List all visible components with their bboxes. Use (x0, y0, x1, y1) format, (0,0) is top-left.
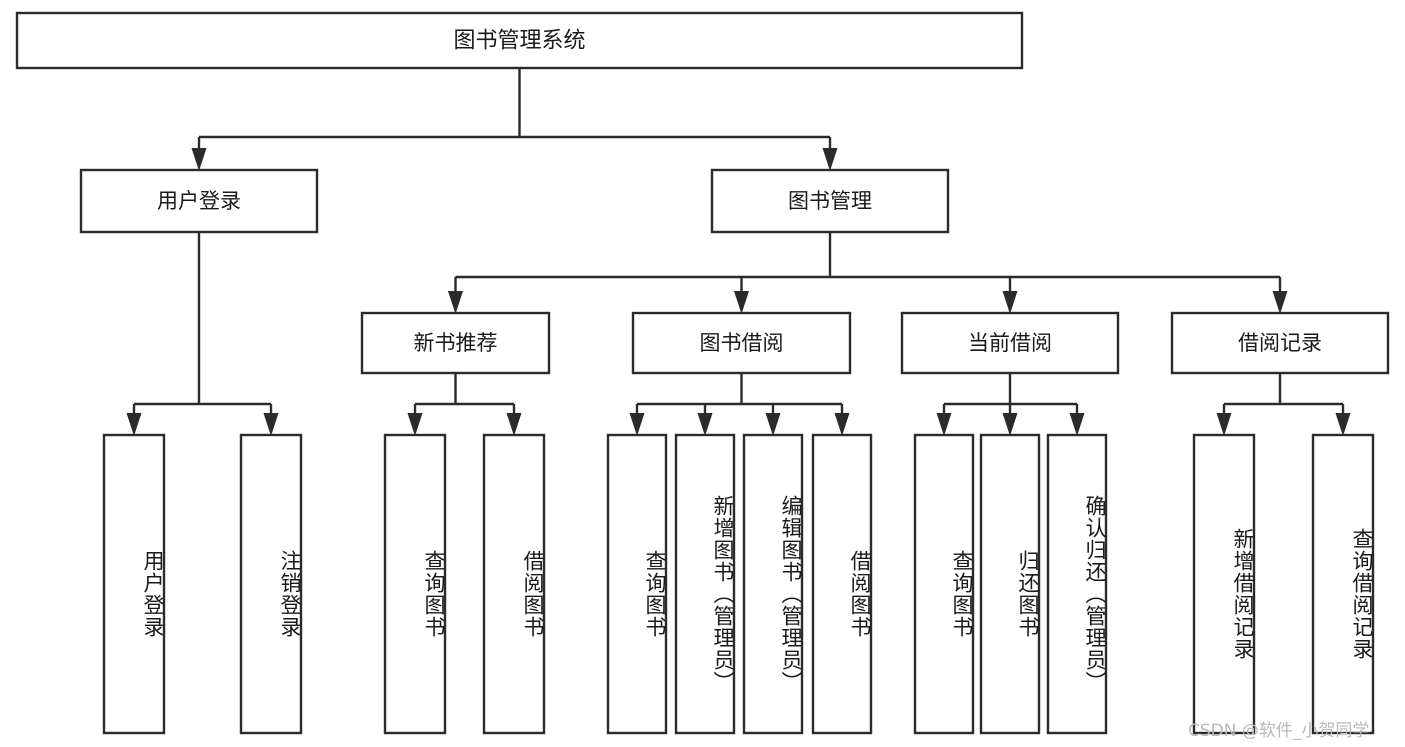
arrow-head-icon (1335, 413, 1351, 436)
connector-group-root (191, 68, 838, 171)
node-leaf_9[interactable] (979, 433, 1041, 735)
node-box[interactable] (102, 433, 166, 735)
arrow-head-icon (126, 413, 142, 436)
connector-layer (126, 68, 1351, 436)
node-box[interactable] (913, 433, 975, 735)
arrow-head-icon (506, 413, 522, 436)
arrow-head-icon (1002, 413, 1018, 436)
arrow-head-icon (1216, 413, 1232, 436)
node-label: 图书管理系统 (453, 29, 585, 54)
connector-group-l3_1 (629, 373, 850, 436)
node-label: 图书管理 (788, 189, 872, 213)
arrow-head-icon (263, 413, 279, 436)
arrow-head-icon (834, 413, 850, 436)
connector-group-l3_3 (1216, 373, 1351, 436)
node-box[interactable] (1046, 433, 1108, 735)
node-box[interactable] (811, 433, 873, 735)
node-root[interactable]: 图书管理系统 (15, 11, 1024, 70)
arrow-head-icon (1002, 291, 1018, 314)
node-leaf_8[interactable] (913, 433, 975, 735)
node-leaf_7[interactable] (811, 433, 873, 735)
arrow-head-icon (734, 291, 749, 314)
node-box[interactable] (674, 433, 736, 735)
arrow-head-icon (765, 413, 781, 436)
node-box[interactable] (15, 11, 1024, 70)
arrow-head-icon (407, 413, 423, 436)
node-box[interactable] (1170, 311, 1390, 375)
node-label: 借阅记录 (1238, 331, 1322, 355)
node-box[interactable] (383, 433, 447, 735)
node-leaf_2[interactable] (383, 433, 447, 735)
arrow-head-icon (191, 148, 207, 171)
node-box[interactable] (742, 433, 804, 735)
node-leaf_5[interactable] (674, 433, 736, 735)
arrow-head-icon (697, 413, 713, 436)
node-label: 当前借阅 (968, 331, 1052, 355)
node-box[interactable] (360, 311, 551, 375)
watermark-text: CSDN @软件_小贺同学 (1188, 721, 1370, 741)
node-box[interactable] (631, 311, 852, 375)
node-box[interactable] (482, 433, 546, 735)
node-label: 用户登录 (157, 189, 241, 213)
connector-group-l2_1 (448, 232, 1288, 314)
node-leaf_3[interactable] (482, 433, 546, 735)
node-box[interactable] (1192, 433, 1256, 735)
node-box[interactable] (239, 433, 303, 735)
node-l3_0[interactable]: 新书推荐 (360, 311, 551, 375)
arrow-head-icon (629, 413, 645, 436)
node-l3_1[interactable]: 图书借阅 (631, 311, 852, 375)
node-box[interactable] (979, 433, 1041, 735)
node-leaf_6[interactable] (742, 433, 804, 735)
node-box[interactable] (710, 168, 950, 234)
arrow-head-icon (822, 148, 838, 171)
node-l3_3[interactable]: 借阅记录 (1170, 311, 1390, 375)
node-leaf_0[interactable] (102, 433, 166, 735)
arrow-head-icon (936, 413, 952, 436)
node-leaf_10[interactable] (1046, 433, 1108, 735)
arrow-head-icon (1069, 413, 1085, 436)
node-box[interactable] (606, 433, 668, 735)
connector-group-l3_2 (936, 373, 1085, 436)
node-leaf_1[interactable] (239, 433, 303, 735)
node-l2_0[interactable]: 用户登录 (79, 168, 319, 234)
node-label: 图书借阅 (700, 331, 784, 355)
connector-group-l2_0 (126, 232, 279, 436)
arrow-head-icon (448, 291, 463, 314)
node-leaf_4[interactable] (606, 433, 668, 735)
node-box[interactable] (900, 311, 1120, 375)
node-l2_1[interactable]: 图书管理 (710, 168, 950, 234)
node-leaf_12[interactable] (1311, 433, 1375, 735)
connector-group-l3_0 (407, 373, 522, 436)
node-box[interactable] (1311, 433, 1375, 735)
node-box[interactable] (79, 168, 319, 234)
arrow-head-icon (1272, 291, 1288, 314)
node-label: 新书推荐 (414, 331, 498, 355)
node-l3_2[interactable]: 当前借阅 (900, 311, 1120, 375)
node-leaf_11[interactable] (1192, 433, 1256, 735)
